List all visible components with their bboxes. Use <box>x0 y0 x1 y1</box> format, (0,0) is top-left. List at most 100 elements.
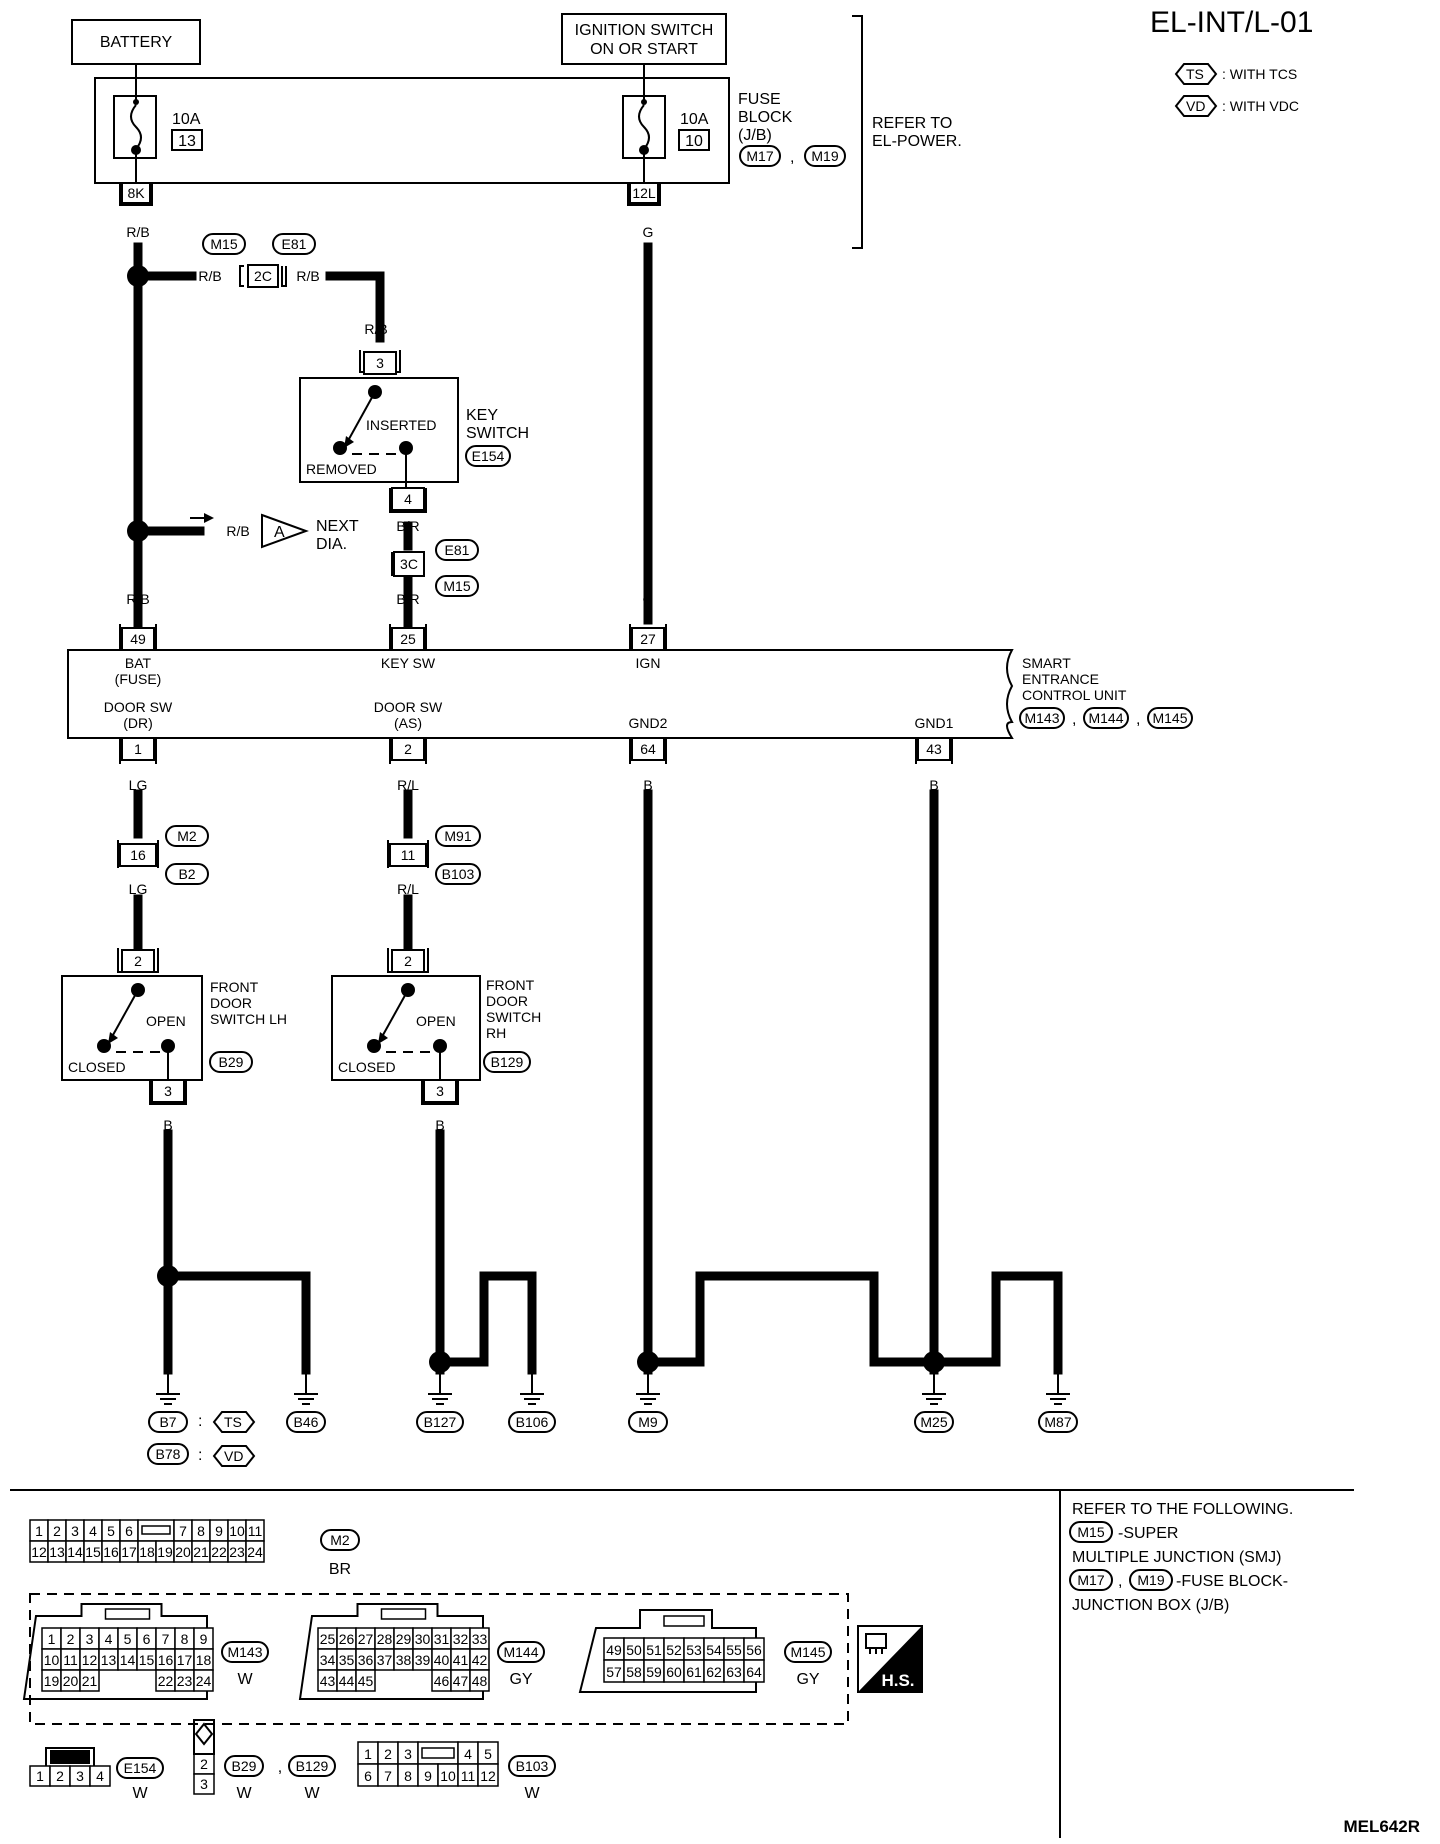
svg-text:VD: VD <box>224 1448 243 1464</box>
svg-text:2: 2 <box>134 953 142 969</box>
wire-color-label: B/R <box>396 518 419 534</box>
wire-color-label: G <box>643 224 654 240</box>
wire-color-label: R/B <box>126 224 149 240</box>
pin-label: 13 <box>101 1652 117 1668</box>
svg-text:(AS): (AS) <box>394 715 422 731</box>
figure-code: MEL642R <box>1343 1817 1420 1836</box>
connector-id-tag: B29 <box>224 1755 264 1777</box>
ground-m25: M25 <box>914 1370 954 1433</box>
ground-b78: B78 <box>147 1443 189 1465</box>
battery-box <box>71 19 201 65</box>
fuse-10: 10A 10 <box>622 78 710 184</box>
svg-text:64: 64 <box>640 741 656 757</box>
key-switch-label-2: SWITCH <box>466 425 529 442</box>
ground-tag: B127 <box>416 1411 464 1433</box>
pin-label: 16 <box>103 1544 119 1560</box>
ground-tag: B106 <box>508 1411 556 1433</box>
door-switch-lh-label-2: DOOR <box>210 995 252 1011</box>
wire-b-m87 <box>929 1271 1063 1375</box>
wire-color-label: R/B <box>198 268 221 284</box>
joint-connector-16: 16 M2 B2 <box>117 825 209 885</box>
svg-text:KEY SW: KEY SW <box>381 655 436 671</box>
pin-label: 3 <box>71 1523 79 1539</box>
door-switch-rh-label-3: SWITCH <box>486 1009 541 1025</box>
fuse-block-label-2: BLOCK <box>738 109 793 126</box>
pin-label: 29 <box>396 1631 412 1647</box>
pin-label: 36 <box>358 1652 374 1668</box>
svg-text:DIA.: DIA. <box>316 536 347 553</box>
dashed-group <box>29 1593 849 1725</box>
svg-text:B7: B7 <box>159 1414 176 1430</box>
svg-text:M25: M25 <box>920 1414 947 1430</box>
splice-dot <box>923 1351 945 1373</box>
pin-label: 15 <box>139 1652 155 1668</box>
svg-text:M87: M87 <box>1044 1414 1071 1430</box>
pin-label: 2 <box>53 1523 61 1539</box>
pin-label: 38 <box>396 1652 412 1668</box>
svg-text:M17: M17 <box>1077 1572 1104 1588</box>
diagram-id: EL-INT/L-01 <box>1150 6 1313 39</box>
state-open: OPEN <box>416 1013 456 1029</box>
ignition-label-1: IGNITION SWITCH <box>575 22 714 39</box>
svg-text:M17: M17 <box>746 148 773 164</box>
pin-label: 1 <box>36 1768 44 1784</box>
pin-label: 6 <box>364 1768 372 1784</box>
pin-label: 57 <box>606 1664 622 1680</box>
ground-m9: M9 <box>628 1370 668 1433</box>
pin-label: 51 <box>646 1642 662 1658</box>
fuse-13-number: 13 <box>178 133 196 150</box>
pin-label: 14 <box>120 1652 136 1668</box>
notes-line3: -FUSE BLOCK- <box>1176 1573 1288 1590</box>
fuse-block-label-1: FUSE <box>738 91 781 108</box>
door-switch-rh-label-2: DOOR <box>486 993 528 1009</box>
wire-color-label: B <box>869 1311 878 1327</box>
pin-label: 7 <box>162 1631 170 1647</box>
ground-tag: M25 <box>914 1411 954 1433</box>
svg-text:3: 3 <box>164 1083 172 1099</box>
svg-text:: WITH VDC: : WITH VDC <box>1222 98 1299 114</box>
ignition-switch-box <box>561 13 727 65</box>
wire-color-label: B <box>695 1311 704 1327</box>
pin-label: 1 <box>48 1631 56 1647</box>
pin-label: 62 <box>706 1664 722 1680</box>
wire-rb-to-key-switch <box>325 271 385 343</box>
conn-m17-tag: M17 <box>739 145 781 167</box>
pin-label: 56 <box>746 1642 762 1658</box>
conn-b29-tag: B29 <box>209 1051 253 1073</box>
svg-text:4: 4 <box>404 491 412 507</box>
front-door-switch-rh: 2 OPEN CLOSED 3 <box>331 948 481 1105</box>
splice-dot <box>637 1351 659 1373</box>
ground-tag: M87 <box>1038 1411 1078 1433</box>
pin-label: 2 <box>56 1768 64 1784</box>
pin-label: 22 <box>211 1544 227 1560</box>
pin-label: 3 <box>86 1631 94 1647</box>
conn-m144-tag: M144 <box>1083 707 1129 729</box>
notes-m15-tag: M15 <box>1069 1521 1113 1543</box>
front-door-switch-lh: 2 OPEN CLOSED 3 <box>61 948 203 1105</box>
pin-label: 21 <box>193 1544 209 1560</box>
pin-label: 11 <box>63 1652 78 1668</box>
pin-label: 25 <box>320 1631 336 1647</box>
pin-label: 54 <box>706 1642 722 1658</box>
pin-label: 19 <box>157 1544 173 1560</box>
door-switch-rh-label-4: RH <box>486 1025 506 1041</box>
svg-text:8K: 8K <box>127 185 145 201</box>
svg-text:E81: E81 <box>282 236 307 252</box>
state-inserted: INSERTED <box>366 417 437 433</box>
splice-dot <box>127 520 149 542</box>
cu-terminal-1: DOOR SW (DR) 1 <box>104 699 173 764</box>
pin-label: 12 <box>82 1652 98 1668</box>
fuse-10-rating: 10A <box>680 111 709 128</box>
connector-id-tag: B103 <box>508 1755 556 1777</box>
svg-text:B78: B78 <box>156 1446 181 1462</box>
pin-label: 9 <box>424 1768 432 1784</box>
pin-label: 64 <box>746 1664 762 1680</box>
wire-b-b106 <box>435 1271 537 1375</box>
pin-label: 49 <box>606 1642 622 1658</box>
